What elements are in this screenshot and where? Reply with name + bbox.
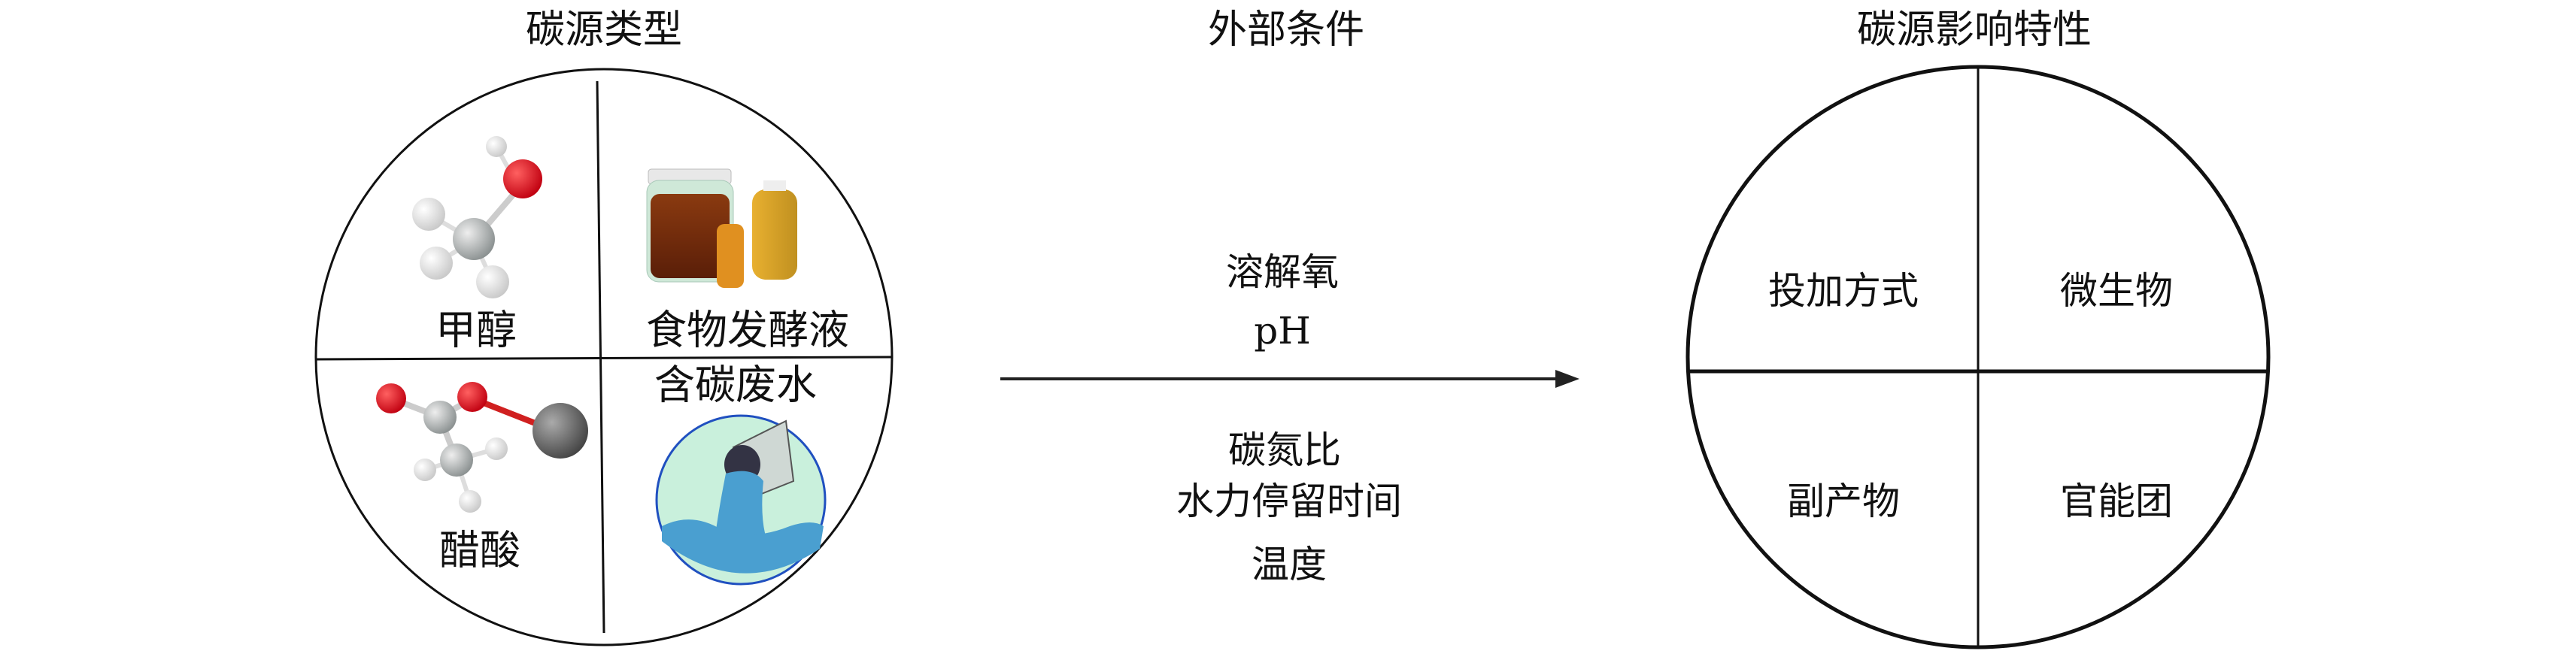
quadrant-byproducts: 副产物	[1787, 480, 1900, 523]
quadrant-microorganisms: 微生物	[2060, 269, 2173, 313]
influence-circle	[1685, 65, 2271, 649]
condition-hrt: 水力停留时间	[1176, 480, 1402, 523]
condition-ph: pH	[1254, 309, 1311, 353]
carbon-types-circle	[314, 68, 894, 646]
condition-dissolved-oxygen: 溶解氧	[1226, 250, 1339, 294]
quadrant-dosing-method: 投加方式	[1768, 269, 1919, 313]
acetic-acid-molecule-icon	[376, 382, 588, 513]
arrow-head-icon	[1555, 370, 1579, 388]
arrow	[1000, 370, 1579, 388]
external-conditions-title: 外部条件	[1208, 8, 1364, 53]
methanol-label: 甲醇	[435, 307, 517, 354]
methanol-molecule-icon	[412, 136, 542, 298]
influence-title: 碳源影响特性	[1857, 8, 2092, 53]
wastewater-pipe-icon	[655, 414, 827, 586]
food-fermentation-label: 食物发酵液	[646, 307, 849, 354]
quadrant-functional-groups: 官能团	[2060, 480, 2173, 523]
carbon-types-title: 碳源类型	[526, 8, 682, 53]
fermentation-jars-icon	[646, 168, 797, 288]
condition-temperature: 温度	[1252, 543, 1327, 586]
carbon-wastewater-label: 含碳废水	[654, 362, 817, 409]
acetic-acid-label: 醋酸	[439, 527, 520, 574]
condition-cn-ratio: 碳氮比	[1228, 428, 1341, 472]
